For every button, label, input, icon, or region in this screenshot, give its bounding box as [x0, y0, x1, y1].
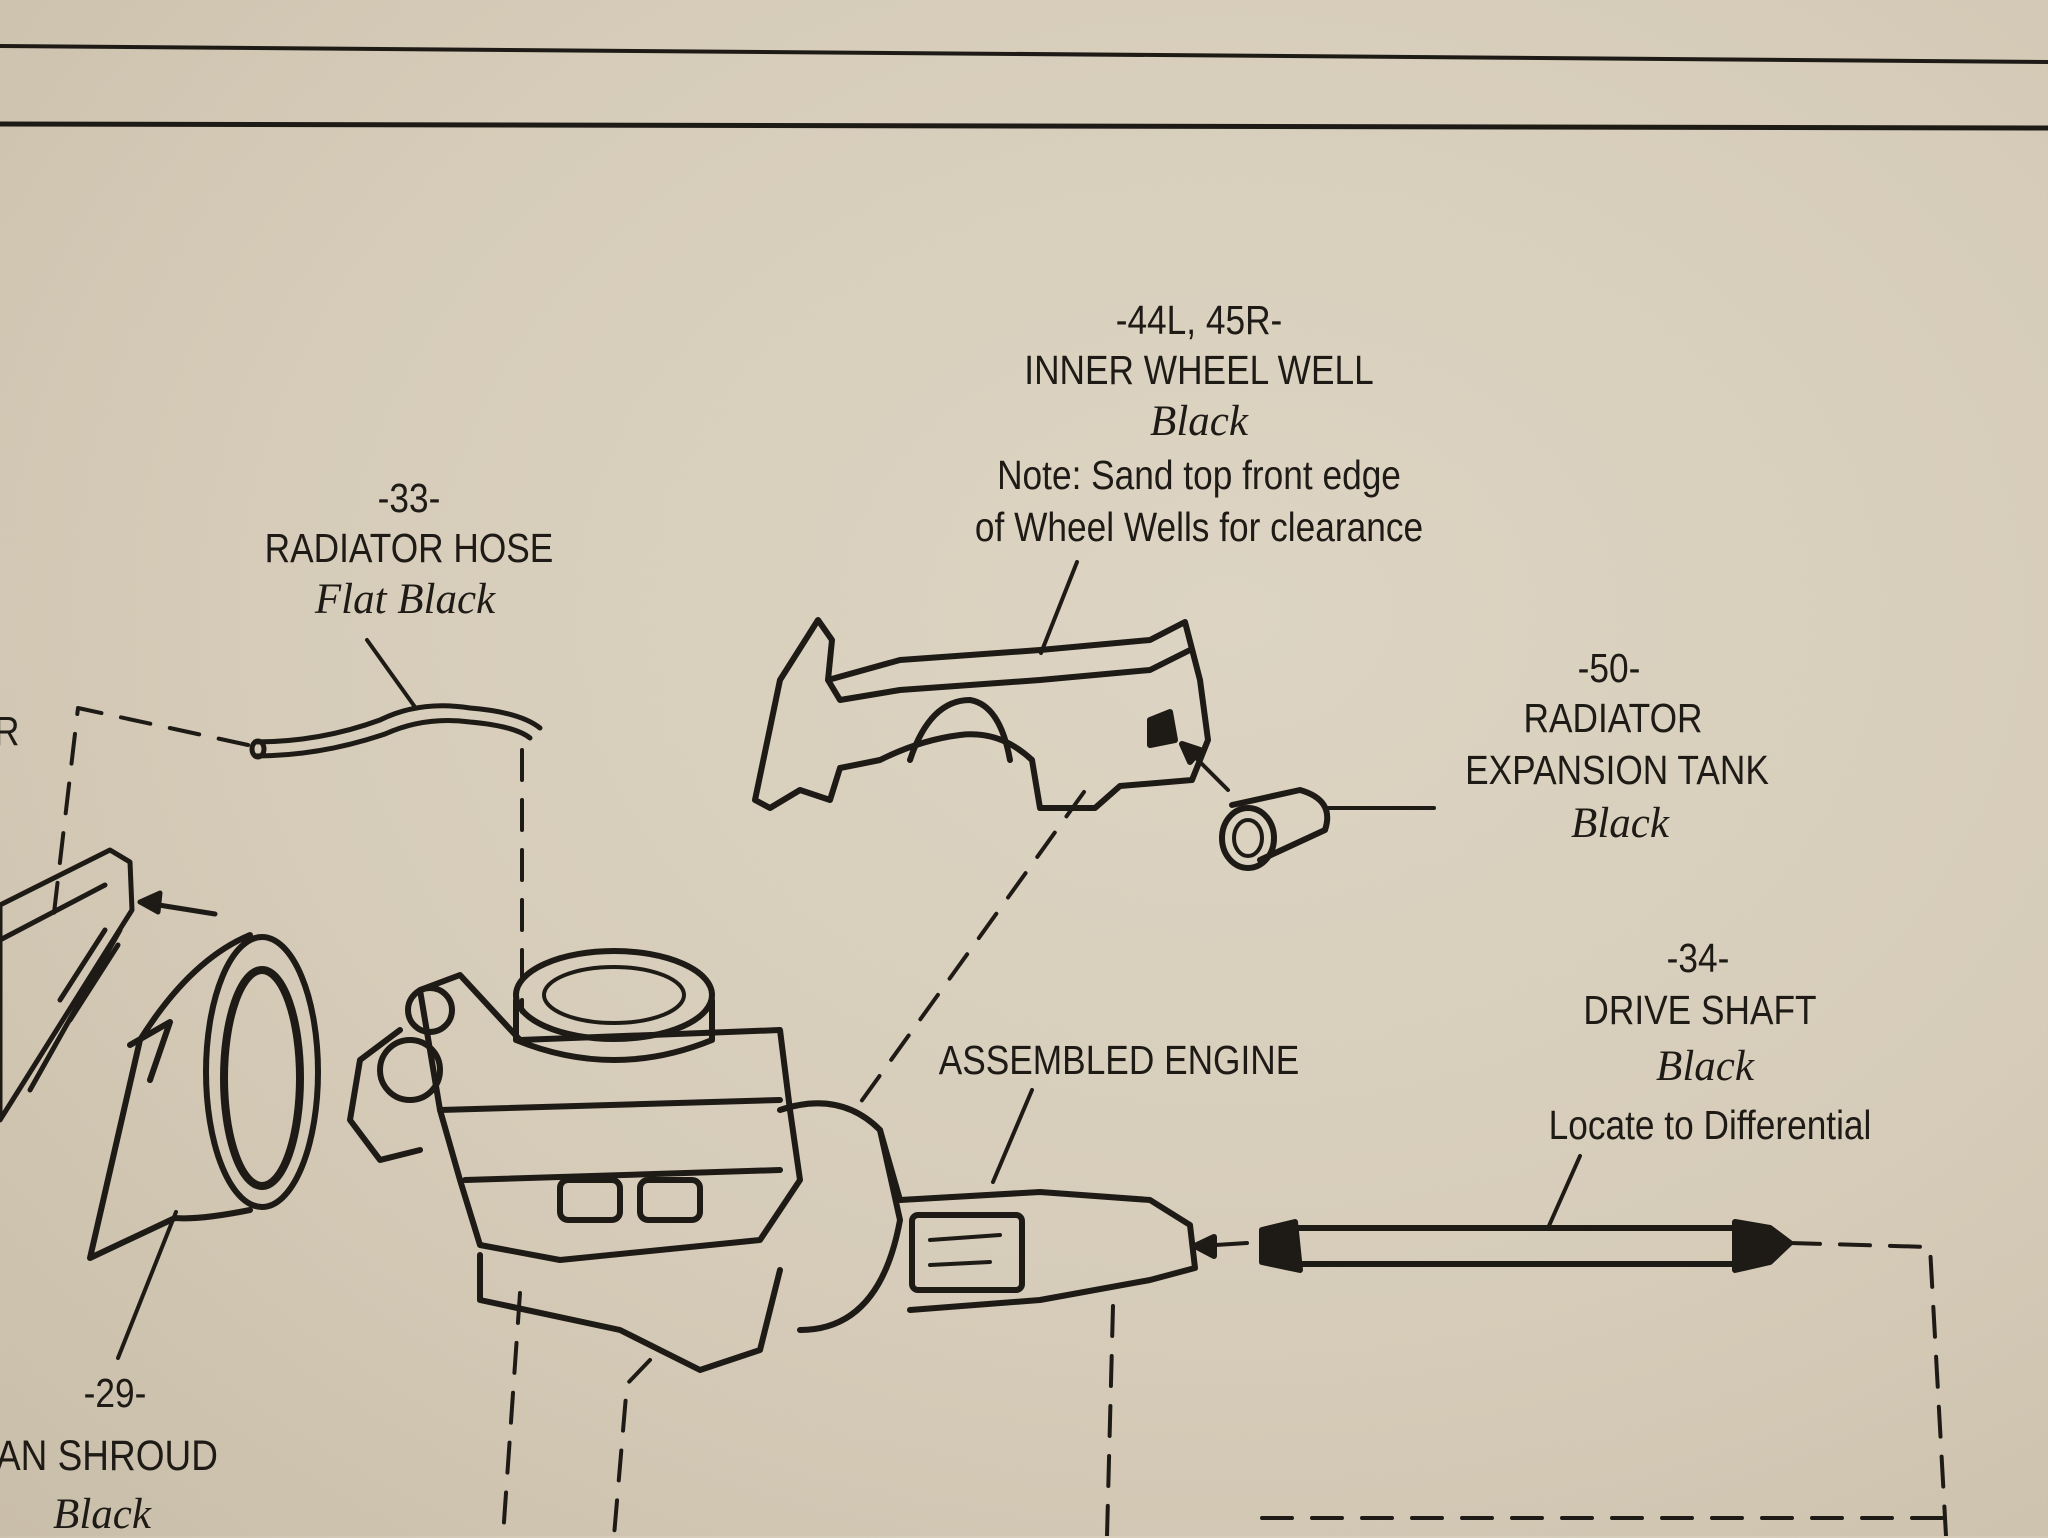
wheel-well-color: Black: [1150, 398, 1248, 445]
engine-label: ASSEMBLED ENGINE: [938, 1037, 1300, 1083]
wheel-well-note-line2: of Wheel Wells for clearance: [974, 504, 1424, 550]
wheel-well-name: INNER WHEEL WELL: [1024, 347, 1374, 393]
fan-shroud-part-number: -29-: [83, 1370, 147, 1416]
expansion-tank-name-line2: EXPANSION TANK: [1465, 747, 1769, 793]
radiator-hose-color: Flat Black: [314, 576, 496, 623]
radiator-hose-drawing: [249, 638, 543, 760]
fan-shroud-color: Black: [53, 1491, 151, 1538]
expansion-tank-drawing: [1219, 787, 1436, 871]
assembly-guide-lines: [50, 706, 1948, 1536]
expansion-tank-color: Black: [1571, 800, 1669, 847]
expansion-tank-name-line1: RADIATOR: [1523, 695, 1703, 741]
drive-shaft-part-number: -34-: [1666, 935, 1730, 981]
radiator-drawing: [0, 847, 218, 1123]
inner-wheel-well-drawing: [752, 560, 1230, 811]
drive-shaft-color: Black: [1656, 1043, 1754, 1090]
expansion-tank-part-number: -50-: [1577, 645, 1641, 691]
wheel-well-note-line1: Note: Sand top front edge: [997, 452, 1401, 498]
drive-shaft-drawing: [1259, 1154, 1793, 1273]
assembled-engine-drawing: [347, 948, 1249, 1373]
drive-shaft-name: DRIVE SHAFT: [1583, 987, 1817, 1033]
fan-shroud-name: AN SHROUD: [0, 1432, 218, 1480]
fan-shroud-drawing: [87, 932, 321, 1360]
drive-shaft-note: Locate to Differential: [1548, 1102, 1872, 1148]
header-rule-bottom: [0, 121, 2048, 131]
radiator-label-fragment: R: [0, 708, 19, 755]
wheel-well-part-number: -44L, 45R-: [1115, 297, 1283, 343]
header-rule-top: [0, 44, 2048, 64]
radiator-hose-part-number: -33-: [377, 475, 441, 521]
radiator-hose-name: RADIATOR HOSE: [264, 525, 554, 571]
